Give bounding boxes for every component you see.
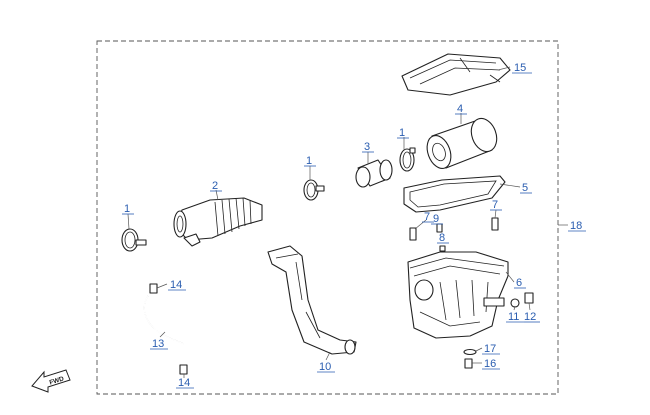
svg-text:12: 12 — [524, 311, 536, 323]
part-4-filter — [426, 117, 498, 169]
part-11-nut — [510, 298, 520, 308]
part-14-clip-b — [179, 364, 188, 375]
callout-12-bolt: 12 — [524, 311, 540, 323]
part-1-clamp-a — [399, 147, 416, 172]
part-13-breather-hose — [143, 295, 185, 360]
part-1-clamp-b — [303, 179, 325, 201]
part-9-grommet — [436, 223, 443, 233]
callout-1-upper-clamp: 1 — [397, 127, 409, 139]
part-3-coupler — [355, 159, 393, 188]
svg-text:5: 5 — [522, 182, 528, 194]
callout-6-airbox: 6 — [514, 277, 526, 289]
svg-text:7: 7 — [424, 211, 430, 223]
part-12-bolt — [524, 292, 534, 304]
svg-text:15: 15 — [514, 62, 526, 74]
callout-2-hose: 2 — [210, 180, 222, 192]
callout-9-grommet: 9 — [431, 213, 443, 225]
part-2-intake-hose — [173, 197, 263, 247]
callout-1-center-clamp: 1 — [304, 155, 316, 167]
part-17-washer — [463, 348, 477, 356]
part-10-snorkel — [267, 245, 357, 355]
callout-4-filter: 4 — [455, 103, 467, 115]
callout-11-nut: 11 — [506, 311, 524, 323]
svg-text:13: 13 — [152, 338, 164, 350]
part-5-gasket — [403, 175, 506, 213]
svg-text:18: 18 — [570, 220, 582, 232]
callout-18-assembly: 18 — [568, 220, 586, 232]
callout-5-gasket: 5 — [520, 182, 532, 194]
part-8-washer — [439, 245, 446, 252]
svg-text:6: 6 — [516, 277, 522, 289]
part-16-clip — [464, 358, 473, 369]
svg-text:7: 7 — [492, 199, 498, 211]
svg-text:4: 4 — [457, 103, 463, 115]
svg-text:16: 16 — [484, 358, 496, 370]
svg-text:1: 1 — [399, 127, 405, 139]
part-6-airbox — [407, 251, 509, 339]
fwd-label: FWD — [49, 375, 65, 386]
svg-text:14: 14 — [170, 279, 182, 291]
svg-text:2: 2 — [212, 180, 218, 192]
svg-text:9: 9 — [433, 213, 439, 225]
svg-text:14: 14 — [178, 377, 190, 389]
assembly-frame — [96, 40, 559, 395]
part-15-cover — [401, 53, 511, 96]
callout-17-washer: 17 — [482, 343, 500, 355]
callout-7-right-bolt: 7 — [490, 199, 502, 211]
part-14-clip-a — [149, 283, 158, 294]
callout-8-washer: 8 — [437, 232, 449, 244]
svg-text:1: 1 — [124, 203, 130, 215]
callout-13-breather-hose: 13 — [150, 338, 168, 350]
part-7-bolt-a — [409, 227, 417, 241]
svg-text:11: 11 — [508, 311, 519, 323]
svg-text:3: 3 — [364, 141, 370, 153]
callout-7-left-bolt: 7 — [422, 211, 434, 223]
callout-16-clip: 16 — [482, 358, 500, 370]
svg-text:8: 8 — [439, 232, 445, 244]
callout-1-left-clamp: 1 — [122, 203, 134, 215]
fwd-arrow-icon: FWD — [31, 369, 71, 393]
leader-lines — [127, 66, 568, 378]
svg-text:17: 17 — [484, 343, 496, 355]
svg-text:10: 10 — [319, 361, 331, 373]
part-1-clamp-c — [121, 228, 147, 252]
callout-15-cover: 15 — [512, 62, 532, 74]
callout-14-upper-clip: 14 — [168, 279, 186, 291]
svg-text:1: 1 — [306, 155, 312, 167]
callout-10-snorkel: 10 — [317, 361, 335, 373]
callout-3-coupler: 3 — [362, 141, 374, 153]
part-7-bolt-b — [491, 217, 499, 231]
callout-14-lower-clip: 14 — [176, 377, 194, 389]
